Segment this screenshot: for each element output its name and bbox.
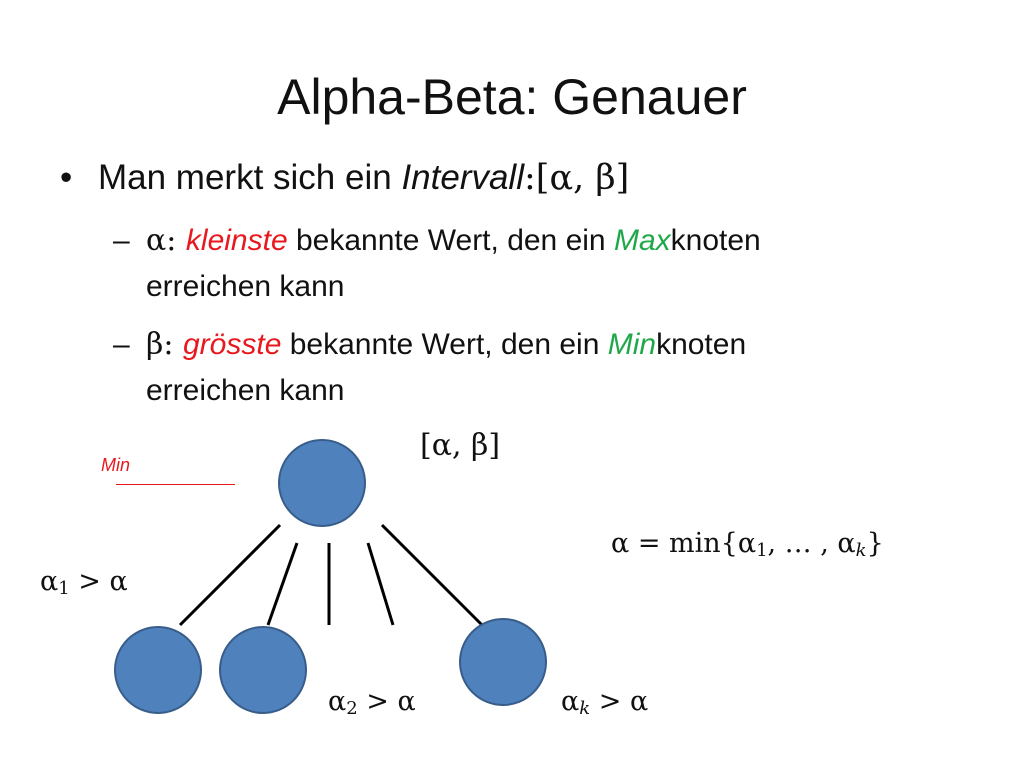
alpha-char: α	[40, 566, 59, 597]
min-formula: α = min{α1, … , αk}	[611, 528, 884, 561]
beta-symbol: β:	[146, 327, 183, 362]
highlight-groesste: grösste	[183, 328, 282, 361]
subbullet-dash: –	[113, 328, 130, 361]
alpha-sub: k	[579, 698, 591, 719]
child-label-k: αk > α	[561, 686, 648, 719]
edge-root-child1	[178, 523, 282, 627]
formula-main: α = min{α	[611, 528, 757, 559]
min-label: Min	[101, 455, 131, 475]
node-suffix: knoten	[656, 328, 747, 361]
subbullet-alpha: – α: kleinste bekannte Wert, den ein Max…	[113, 218, 933, 310]
formula-end: }	[866, 528, 884, 559]
slide-title: Alpha-Beta: Genauer	[277, 69, 747, 125]
subbullet-dash: –	[113, 224, 130, 257]
bullet-emphasis: Intervall	[401, 158, 524, 197]
subbullet-line2: erreichen kann	[146, 270, 345, 303]
subbullet-line2: erreichen kann	[146, 374, 345, 407]
child-node-k	[459, 618, 547, 706]
subbullet-middle: bekannte Wert, den ein	[287, 224, 614, 257]
node-type-max: Max	[613, 224, 671, 257]
formula-subk: k	[855, 540, 867, 561]
child-node-2	[219, 626, 307, 714]
bullet-interval: :[α, β]	[524, 158, 630, 198]
subbullet-text: β: grösste bekannte Wert, den ein Minkno…	[113, 322, 933, 414]
child-node-1	[114, 626, 202, 714]
node-suffix: knoten	[670, 224, 761, 257]
formula-sub1: 1	[756, 540, 768, 561]
tree-edges	[178, 523, 484, 627]
subbullet-text: α: kleinste bekannte Wert, den ein Maxkn…	[113, 218, 933, 310]
alpha-char: α	[328, 686, 347, 717]
alpha-char: α	[561, 686, 580, 717]
alpha-symbol: α:	[146, 223, 186, 258]
main-bullet: • Man merkt sich ein Intervall:[α, β]	[60, 154, 960, 202]
child-label-1: α1 > α	[40, 566, 128, 599]
relation: > α	[590, 686, 649, 717]
alpha-sub: 2	[346, 698, 358, 719]
edge-root-right-short	[366, 542, 395, 626]
interval-label: [α, β]	[420, 428, 501, 463]
edge-root-childk	[380, 523, 484, 627]
min-label-underline	[116, 484, 235, 485]
relation: > α	[357, 686, 416, 717]
highlight-kleinste: kleinste	[185, 224, 288, 257]
alpha-sub: 1	[58, 578, 70, 599]
edge-root-child2	[266, 542, 299, 626]
bullet-dot: •	[60, 158, 73, 197]
tree-nodes	[114, 439, 547, 714]
relation: > α	[69, 566, 128, 597]
node-type-min: Min	[607, 328, 657, 361]
subbullet-middle: bekannte Wert, den ein	[281, 328, 608, 361]
subbullet-beta: – β: grösste bekannte Wert, den ein Mink…	[113, 322, 933, 414]
formula-mid: , … , α	[767, 528, 856, 559]
bullet-prefix: Man merkt sich ein	[98, 158, 402, 197]
root-node	[278, 439, 366, 527]
child-label-2: α2 > α	[328, 686, 416, 719]
